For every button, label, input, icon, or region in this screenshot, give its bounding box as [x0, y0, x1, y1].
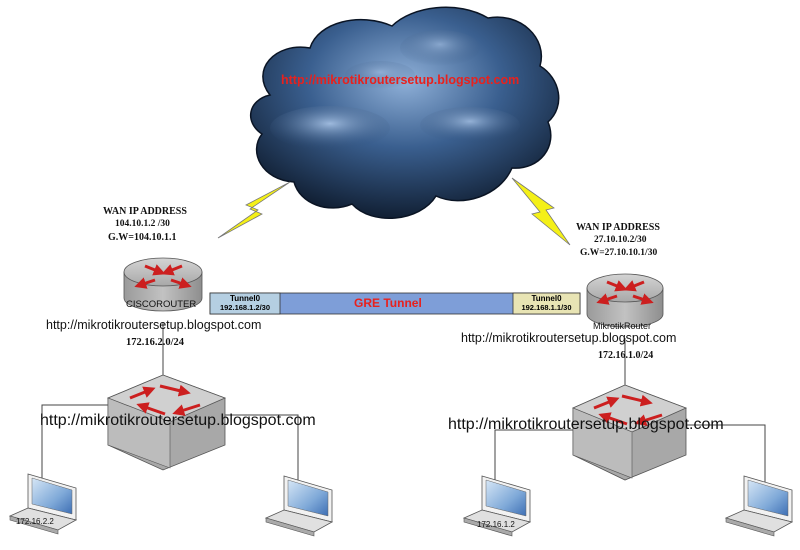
gre-tunnel: [209, 292, 581, 315]
internet-cloud: [249, 6, 560, 220]
laptop-left-a-ip: 172.16.2.2: [16, 517, 54, 526]
router-icon: [586, 273, 664, 328]
tunnel-left-ip: 192.168.1.2/30: [219, 303, 271, 312]
lightning-bolt-left: [217, 181, 291, 239]
right-router-url: http://mikrotikroutersetup.blogspot.com: [461, 331, 677, 345]
tunnel-left-name: Tunnel0: [229, 294, 261, 303]
cloud-highlight: [270, 106, 390, 150]
left-switch-url: http://mikrotikroutersetup.blogspot.com: [40, 412, 316, 429]
cloud-shape: [249, 6, 560, 220]
left-router-url: http://mikrotikroutersetup.blogspot.com: [46, 318, 262, 332]
right-wan-ip: 27.10.10.2/30: [594, 235, 647, 245]
link-right-switch-laptop-b: [680, 424, 766, 482]
laptop-icon: [264, 475, 334, 537]
tunnel-end-left: [209, 292, 281, 315]
cloud-url: http://mikrotikroutersetup.blogspot.com: [281, 73, 520, 87]
switch-icon: [571, 384, 688, 481]
tunnel-right-label: Tunnel0 192.168.1.1/30: [513, 294, 580, 312]
left-subnet: 172.16.2.0/24: [126, 337, 185, 348]
right-switch-url: http://mikrotikroutersetup.blogspot.com: [448, 416, 724, 433]
tunnel-right-name: Tunnel0: [531, 294, 562, 303]
link-right-switch-laptop-a: [494, 429, 575, 482]
laptop-icon: [462, 475, 532, 537]
laptop-icon: [724, 475, 794, 537]
tunnel-end-right: [512, 292, 581, 315]
right-gateway: G.W=27.10.10.1/30: [580, 248, 658, 258]
lightning-bolt-right: [511, 177, 571, 246]
link-left-switch-laptop-a: [41, 404, 108, 480]
router-icon: [123, 257, 203, 312]
left-wan-title: WAN IP ADDRESS: [103, 206, 187, 217]
cloud-highlight: [400, 30, 480, 66]
gre-tunnel-label: GRE Tunnel: [354, 296, 422, 310]
tunnel-right-ip: 192.168.1.1/30: [521, 303, 572, 312]
left-wan-ip: 104.10.1.2 /30: [115, 219, 170, 229]
tunnel-left-label: Tunnel0 192.168.1.2/30: [210, 294, 280, 312]
right-subnet: 172.16.1.0/24: [598, 350, 654, 361]
network-links: [41, 322, 766, 482]
cloud-highlight: [345, 61, 415, 89]
left-router-name: CISCOROUTER: [126, 299, 197, 310]
right-router-name: MikrotikRouter: [593, 321, 652, 331]
left-gateway: G.W=104.10.1.1: [108, 232, 177, 243]
link-left-switch-laptop-b: [225, 414, 299, 480]
switch-icon: [106, 374, 227, 471]
laptop-icon: [8, 473, 78, 535]
right-wan-title: WAN IP ADDRESS: [576, 222, 660, 233]
cloud-highlight: [420, 107, 520, 143]
laptop-right-a-ip: 172.16.1.2: [477, 520, 515, 529]
